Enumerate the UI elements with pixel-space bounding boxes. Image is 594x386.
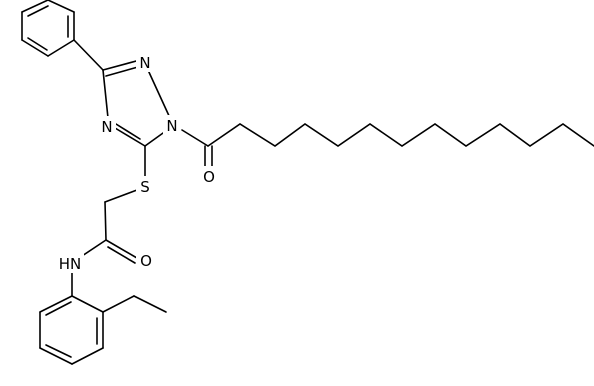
bond xyxy=(102,295,135,313)
bond xyxy=(105,66,139,77)
bond xyxy=(47,0,75,13)
bond xyxy=(133,295,167,313)
bond xyxy=(27,37,48,51)
bond xyxy=(107,246,136,264)
bond xyxy=(21,39,49,57)
phenyl-ring xyxy=(21,0,75,57)
bond xyxy=(73,39,104,71)
atom-n-triazole-n4: N xyxy=(101,118,112,136)
atom-o-amide: O xyxy=(140,252,152,270)
bond xyxy=(21,0,49,13)
atom-s-thioether: S xyxy=(140,178,150,196)
bond xyxy=(39,347,73,365)
bond xyxy=(181,129,209,147)
bond xyxy=(45,301,72,316)
bond xyxy=(71,295,104,313)
bond xyxy=(45,344,72,358)
bond xyxy=(27,5,49,17)
bond xyxy=(102,59,141,71)
alkyl-chain xyxy=(207,123,594,147)
bond xyxy=(47,39,75,57)
bond xyxy=(71,347,104,365)
bond xyxy=(114,127,146,147)
bond xyxy=(147,69,171,119)
atom-labels: N N N S O O HN xyxy=(56,52,219,273)
bond xyxy=(105,239,138,259)
atom-n-triazole-n1: N xyxy=(166,117,177,135)
bond xyxy=(102,69,109,119)
ethylphenyl-ring xyxy=(39,295,104,365)
atom-nh-amide: HN xyxy=(59,255,82,273)
atom-n-triazole-top: N xyxy=(139,54,150,72)
bond xyxy=(104,189,138,203)
bond xyxy=(115,123,141,140)
bond xyxy=(39,295,73,313)
atom-o-ketone: O xyxy=(203,168,215,186)
bond xyxy=(104,201,107,241)
bond xyxy=(81,239,107,257)
triazole-ring xyxy=(102,59,171,147)
